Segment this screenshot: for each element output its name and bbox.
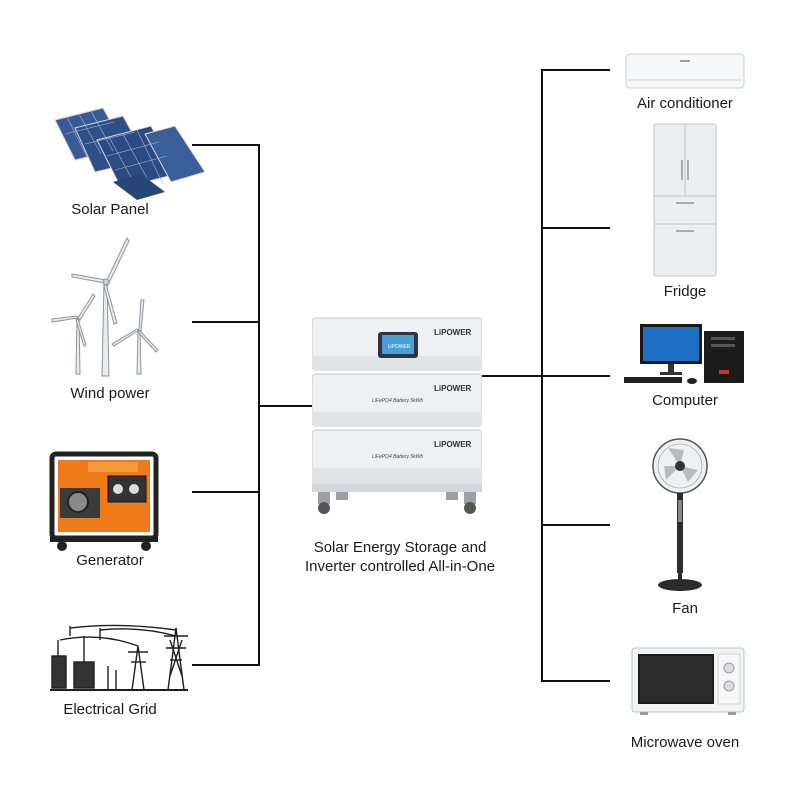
fan-label: Fan	[672, 600, 698, 617]
battery-storage-unit: LiPOWER LiPOWER LiPOWER LiFePO4 Battery …	[312, 316, 482, 516]
center-caption-line2: Inverter controlled All-in-One	[304, 558, 496, 575]
module-label-bottom: LiFePO4 Battery 5kWh	[372, 454, 424, 460]
module-label-mid: LiFePO4 Battery 5kWh	[372, 398, 424, 404]
brand-bottom: LiPOWER	[434, 440, 472, 449]
computer-label: Computer	[652, 392, 718, 409]
brand-top: LiPOWER	[434, 328, 472, 337]
electrical-grid-label: Electrical Grid	[63, 701, 157, 718]
solar-panel-label: Solar Panel	[71, 201, 149, 218]
screen-brand: LiPOWER	[387, 344, 411, 350]
microwave-label: Microwave oven	[630, 734, 740, 751]
battery-stack-drawing	[312, 317, 482, 514]
wind-power-label: Wind power	[70, 385, 150, 402]
brand-mid: LiPOWER	[434, 384, 472, 393]
generator-label: Generator	[76, 552, 144, 569]
fridge-label: Fridge	[663, 283, 707, 300]
air-conditioner-label: Air conditioner	[637, 95, 733, 112]
center-caption-line1: Solar Energy Storage and	[313, 539, 487, 556]
